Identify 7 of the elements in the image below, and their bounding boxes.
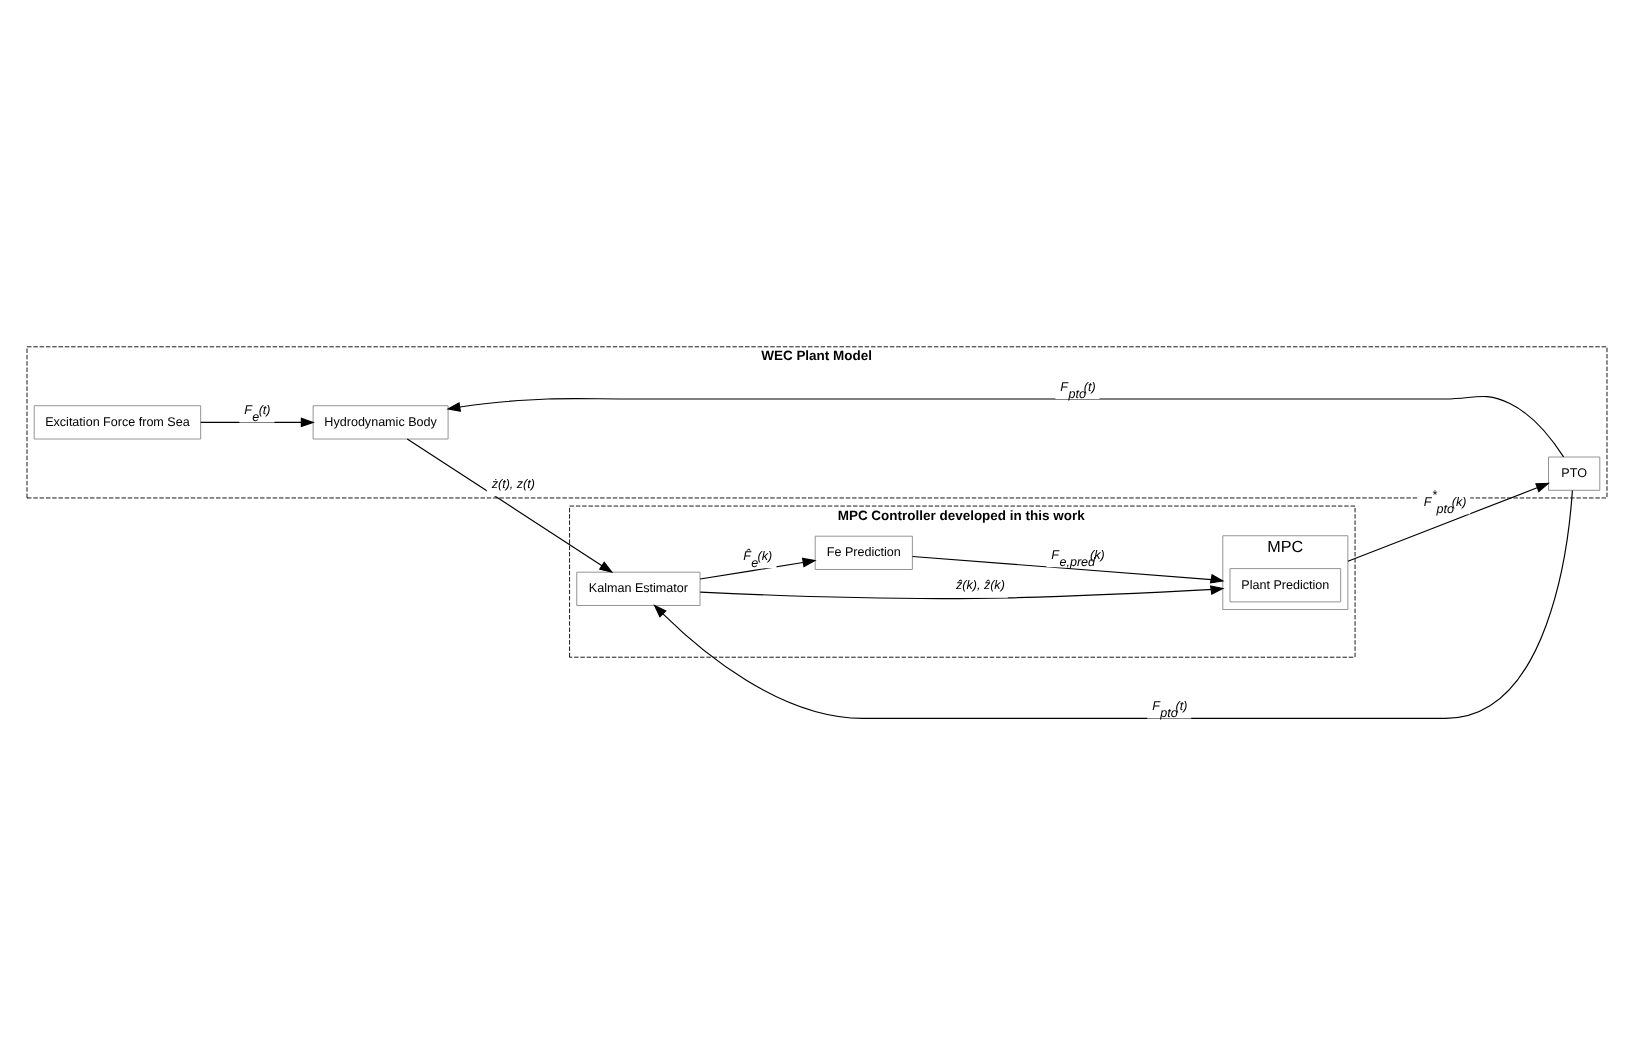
arrow [446, 395, 1565, 458]
arrow [406, 438, 614, 574]
arrow [911, 555, 1225, 584]
arrow [1347, 482, 1550, 562]
arrow [200, 417, 315, 428]
arrow [699, 585, 1225, 600]
arrow [699, 557, 817, 580]
